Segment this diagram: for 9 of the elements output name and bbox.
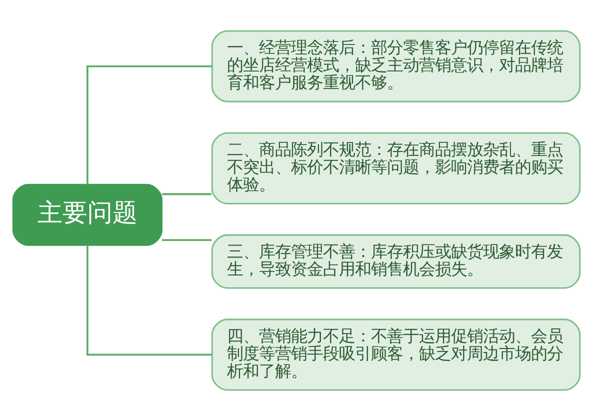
connector [162,238,212,241]
connector [86,64,212,184]
node-box: 三、库存管理不善：库存积压或缺货现象时有发生，导致资金占用和销售机会损失。 [211,234,581,288]
node-box: 主要问题 [12,183,162,246]
node-box: 四、营销能力不足：不善于运用促销活动、会员制度等营销手段吸引顾客，缺乏对周边市场的分析和了解。 [211,318,581,390]
node-box: 二、商品陈列不规范：存在商品摆放杂乱、重点不突出、标价不清晰等问题，影响消费者的购买体验。 [211,132,581,204]
connector [162,192,212,195]
connector [86,244,212,356]
node-box: 一、经营理念落后：部分零售客户仍停留在传统的坐店经营模式，缺乏主动营销意识，对品牌培育和客户服务重视不够。 [211,30,581,102]
